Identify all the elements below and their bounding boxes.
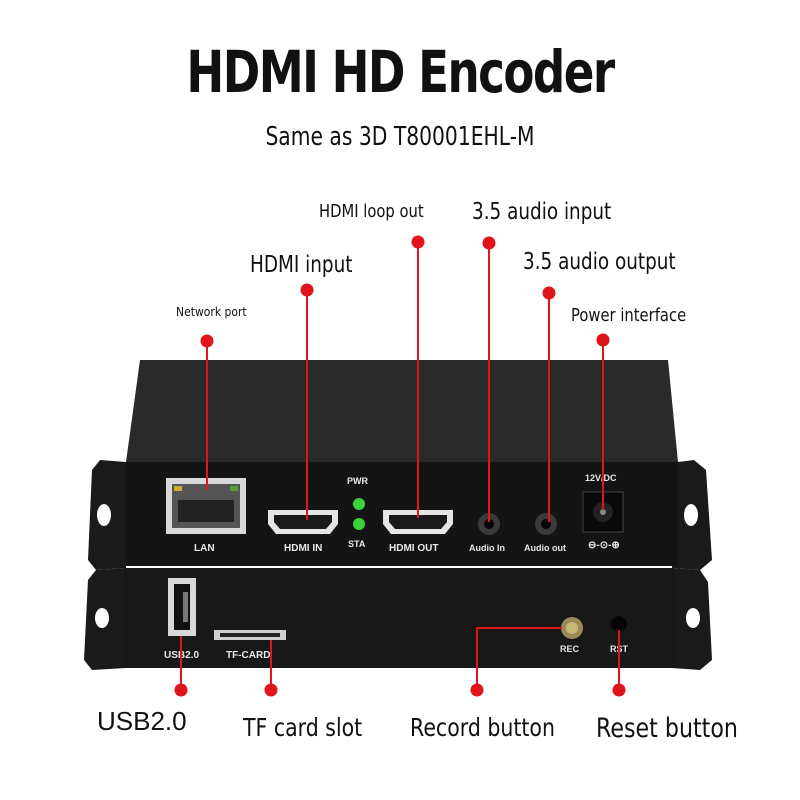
callout-audio-input: 3.5 audio input	[472, 199, 612, 225]
panel-label-voltage: 12V/DC	[585, 473, 617, 483]
panel-label-rec: REC	[560, 644, 580, 654]
hdmi-out-port	[383, 510, 453, 534]
hdmi-in-port	[268, 510, 338, 534]
panel-label-pwr: PWR	[347, 476, 368, 486]
dc-polarity-symbol: ⊖-⊙-⊕	[588, 540, 620, 551]
audio-out-jack	[535, 513, 557, 535]
callout-record-button: Record button	[410, 713, 555, 742]
callout-hdmi-loop-out: HDMI loop out	[319, 201, 424, 222]
upper-unit	[88, 360, 712, 570]
pwr-led	[353, 498, 365, 510]
callout-usb: USB2.0	[97, 706, 187, 736]
lower-unit	[84, 568, 712, 670]
panel-label-lan: LAN	[194, 543, 215, 554]
usb-port	[168, 578, 196, 636]
callout-power-interface: Power interface	[571, 305, 687, 326]
panel-label-audio-in: Audio In	[469, 543, 505, 553]
callout-network-port: Network port	[176, 305, 247, 319]
panel-label-sta: STA	[348, 539, 366, 549]
rec-button	[561, 617, 583, 639]
panel-label-audio-out: Audio out	[524, 543, 566, 553]
callout-audio-output: 3.5 audio output	[523, 249, 676, 275]
audio-in-jack	[478, 513, 500, 535]
sta-led	[353, 518, 365, 530]
callout-hdmi-input: HDMI input	[250, 252, 353, 278]
upper-unit-top	[126, 360, 678, 462]
callout-lines	[180, 242, 620, 690]
rst-button	[611, 616, 627, 632]
callout-reset-button: Reset button	[596, 713, 738, 744]
page-subtitle: Same as 3D T80001EHL-M	[265, 122, 535, 152]
panel-label-hdmi-out: HDMI OUT	[389, 543, 438, 554]
panel-label-tf-card: TF-CARD	[226, 650, 270, 661]
callout-tf-card-slot: TF card slot	[243, 713, 363, 742]
page-title: HDMI HD Encoder	[186, 38, 615, 106]
lower-front-panel	[124, 568, 674, 668]
panel-label-hdmi-in: HDMI IN	[284, 543, 322, 554]
callout-dots	[174, 235, 626, 697]
